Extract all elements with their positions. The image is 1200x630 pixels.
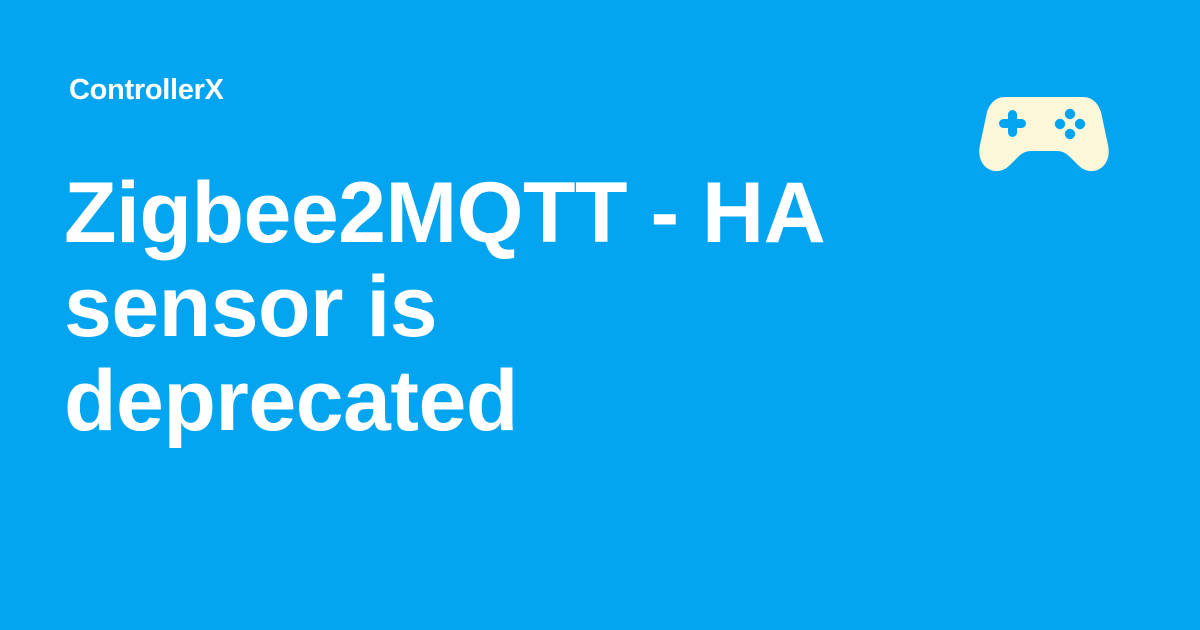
gamepad-body — [979, 97, 1109, 172]
button-bottom — [1064, 128, 1076, 140]
page-title-line: deprecated — [64, 353, 518, 449]
site-name: ControllerX — [69, 74, 224, 106]
button-left — [1054, 118, 1066, 130]
gamepad-icon — [979, 97, 1109, 172]
page-title-line: sensor is — [64, 259, 438, 355]
button-top — [1064, 108, 1076, 120]
dpad-horizontal — [999, 119, 1026, 128]
page-title: Zigbee2MQTT - HA sensor is deprecated — [64, 166, 964, 448]
page-title-line: Zigbee2MQTT - HA — [64, 165, 826, 261]
button-right — [1074, 118, 1086, 130]
